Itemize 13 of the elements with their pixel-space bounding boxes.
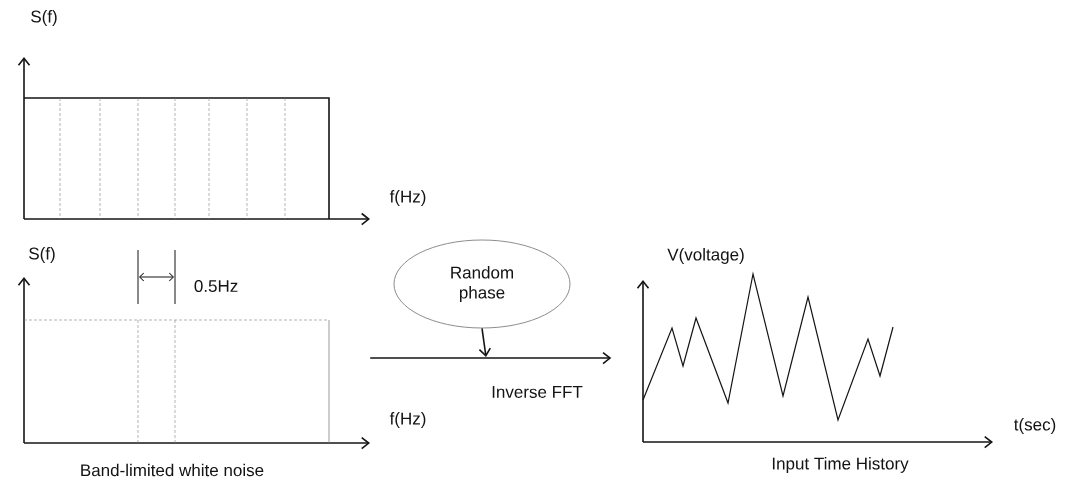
axis-label: t(sec): [1014, 418, 1056, 434]
plot-caption: Input Time History: [772, 457, 909, 473]
plot-caption: Band-limited white noise: [81, 463, 264, 477]
axis-label: 0.5Hz: [194, 280, 238, 293]
axis-label: f(Hz): [389, 190, 426, 206]
plot-drawing: [636, 271, 993, 449]
axis-label: S(f): [31, 10, 57, 26]
edge-label: Inverse FFT: [492, 386, 583, 398]
plot-drawing: [17, 277, 370, 450]
ellipse-node: Random phase: [393, 239, 571, 329]
axis-label: f(Hz): [389, 412, 426, 428]
arrow: [478, 327, 492, 357]
arrow: [369, 351, 612, 365]
